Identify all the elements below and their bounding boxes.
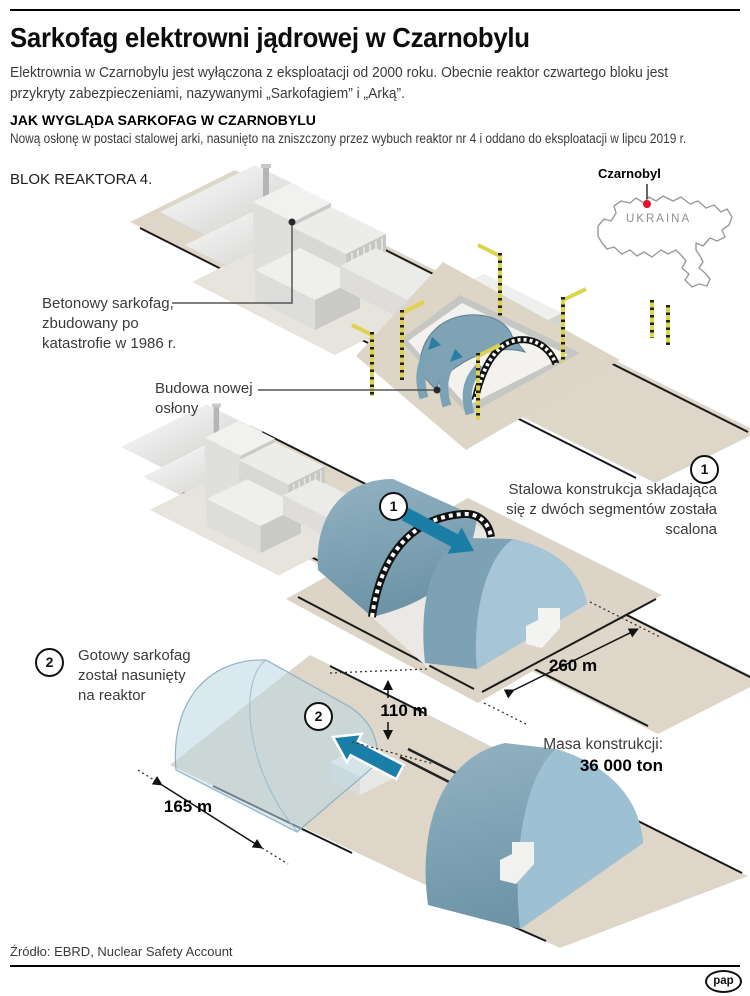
section-title: JAK WYGLĄDA SARKOFAG W CZARNOBYLU [10,112,316,128]
source-credit: Źródło: EBRD, Nuclear Safety Account [10,944,233,959]
step2-badge: 2 [35,648,64,677]
crane-poles [351,243,670,420]
old-sarcophagus-label: Betonowy sarkofag, zbudowany po katastro… [42,295,177,352]
step1-badge: 1 [690,455,719,484]
chernobyl-marker-icon [643,200,651,208]
scene2-segments-merged [120,402,750,734]
slide-rail [399,755,456,787]
bottom-rule [10,965,740,967]
dimension-260m [483,601,661,725]
intro-paragraph: Elektrownia w Czarnobylu jest wyłączona … [10,64,669,102]
truss-arch [368,509,495,618]
scene3-shelter-in-place [137,655,748,948]
leader-line-new-cover [258,386,441,394]
mass-label: Masa konstrukcji: [543,736,663,753]
leader-line-old-sarcophagus [172,218,296,304]
reactor-block-label: BLOK REAKTORA 4. [10,171,153,188]
merge-direction-arrow-icon [401,507,474,554]
step1-text: Stalowa konstrukcja składająca się z dwó… [506,481,717,538]
map-country-label: UKRAINA [626,213,692,225]
step2-text: Gotowy sarkofag został nasunięty na reak… [78,647,191,704]
dimension-length-label: 260 m [548,656,598,675]
top-rule [10,9,740,11]
dimension-height-label: 110 m [380,701,428,720]
new-cover-label: Budowa nowej osłony [155,380,253,417]
slide-direction-arrow-icon [331,732,406,781]
pap-agency-logo: pap [705,970,742,993]
section-text: Nową osłonę w postaci stalowej arki, nas… [10,131,687,146]
dimension-165m [137,769,289,865]
dimension-110m [329,668,435,765]
map-city-label: Czarnobyl [598,166,661,181]
truss-arch [471,336,560,401]
step2-badge-on-dome: 2 [304,702,333,731]
slide-rail [407,747,463,778]
ukraine-map [597,184,733,288]
dimension-width-label: 165 m [163,797,213,816]
scene1-old-sarcophagus [130,163,750,483]
step1-badge-on-arch: 1 [379,492,408,521]
mass-value: 36 000 ton [579,756,663,775]
page-title: Sarkofag elektrowni jądrowej w Czarnobyl… [10,22,530,53]
assembly-arrow-icon [428,337,441,350]
assembly-arrow-icon [450,349,463,362]
